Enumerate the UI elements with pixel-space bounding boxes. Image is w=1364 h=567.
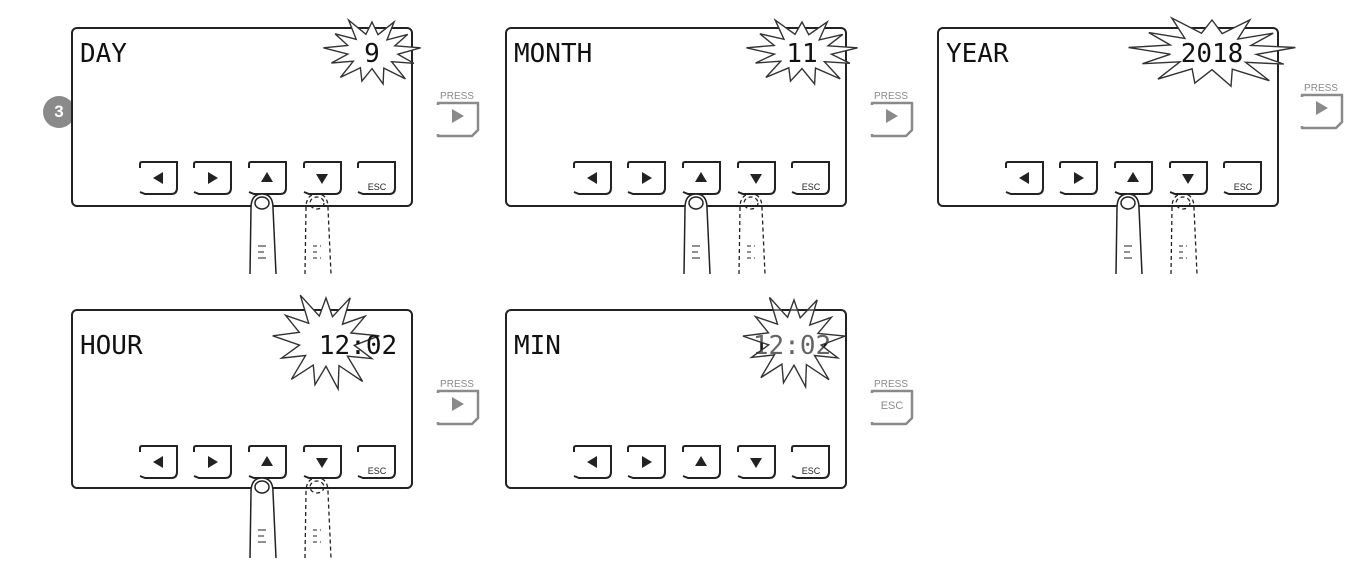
press-esc-hint: PRESS ESC: [872, 379, 912, 424]
screen-value: 11: [786, 39, 817, 69]
arrow-right-icon: [452, 397, 464, 411]
key-down[interactable]: [304, 446, 341, 478]
key-left[interactable]: [140, 162, 177, 194]
key-left[interactable]: [140, 446, 177, 478]
press-label: PRESS: [874, 379, 908, 390]
finger-press-up-icon: [250, 194, 276, 274]
key-down[interactable]: [738, 446, 775, 478]
key-right[interactable]: [628, 446, 665, 478]
press-next-hint: PRESS: [1302, 83, 1342, 128]
key-esc[interactable]: ESC: [1224, 162, 1261, 194]
key-down[interactable]: [1170, 162, 1207, 194]
key-left[interactable]: [574, 446, 611, 478]
finger-press-up-icon: [684, 194, 710, 274]
panel-day: DAY 9 ESC PRESS: [60, 12, 490, 282]
screen-label: YEAR: [946, 39, 1009, 69]
screen-value: 2018: [1181, 39, 1244, 69]
day-screen-figure: DAY 9 ESC PRESS: [60, 12, 490, 277]
key-up[interactable]: [249, 162, 286, 194]
key-right[interactable]: [194, 162, 231, 194]
key-right[interactable]: [194, 446, 231, 478]
key-right[interactable]: [628, 162, 665, 194]
key-right[interactable]: [1060, 162, 1097, 194]
key-up[interactable]: [683, 162, 720, 194]
key-esc[interactable]: ESC: [792, 162, 829, 194]
press-label: PRESS: [440, 379, 474, 390]
finger-press-down-icon: [305, 478, 331, 558]
key-esc-label: ESC: [1234, 182, 1253, 192]
press-next-hint: PRESS: [872, 91, 912, 136]
screen-label: MIN: [514, 331, 561, 361]
panel-year: YEAR 2018 ESC PRESS: [926, 12, 1356, 282]
key-esc[interactable]: ESC: [358, 162, 395, 194]
screen-value: 12:02: [319, 331, 397, 361]
month-screen-figure: MONTH 11 ESC PRESS: [494, 12, 924, 277]
key-up[interactable]: [249, 446, 286, 478]
arrow-right-icon: [886, 109, 898, 123]
press-label: PRESS: [874, 91, 908, 102]
year-screen-figure: YEAR 2018 ESC PRESS: [926, 12, 1356, 277]
panel-hour: HOUR 12:02 ESC PRESS: [60, 294, 490, 567]
arrow-right-icon: [452, 109, 464, 123]
panel-min: MIN 12:02 ESC PRESS ESC: [494, 294, 924, 567]
press-esc-label: ESC: [881, 400, 904, 412]
screen-label: DAY: [80, 39, 127, 69]
key-esc-label: ESC: [368, 182, 387, 192]
finger-press-up-icon: [250, 478, 276, 558]
min-screen-figure: MIN 12:02 ESC PRESS ESC: [494, 294, 924, 562]
key-up[interactable]: [683, 446, 720, 478]
key-left[interactable]: [574, 162, 611, 194]
key-up[interactable]: [1115, 162, 1152, 194]
press-label: PRESS: [1304, 83, 1338, 94]
key-esc-label: ESC: [368, 466, 387, 476]
press-next-hint: PRESS: [438, 379, 478, 424]
key-esc[interactable]: ESC: [358, 446, 395, 478]
screen-label: MONTH: [514, 39, 592, 69]
key-esc[interactable]: ESC: [792, 446, 829, 478]
key-down[interactable]: [738, 162, 775, 194]
key-down[interactable]: [304, 162, 341, 194]
key-left[interactable]: [1006, 162, 1043, 194]
arrow-right-icon: [1316, 101, 1328, 115]
finger-press-up-icon: [1116, 194, 1142, 274]
press-next-hint: PRESS: [438, 91, 478, 136]
key-esc-label: ESC: [802, 182, 821, 192]
hour-screen-figure: HOUR 12:02 ESC PRESS: [60, 294, 490, 562]
press-label: PRESS: [440, 91, 474, 102]
key-esc-label: ESC: [802, 466, 821, 476]
screen-value: 9: [364, 39, 380, 69]
screen-label: HOUR: [80, 331, 143, 361]
panel-month: MONTH 11 ESC PRESS: [494, 12, 924, 282]
